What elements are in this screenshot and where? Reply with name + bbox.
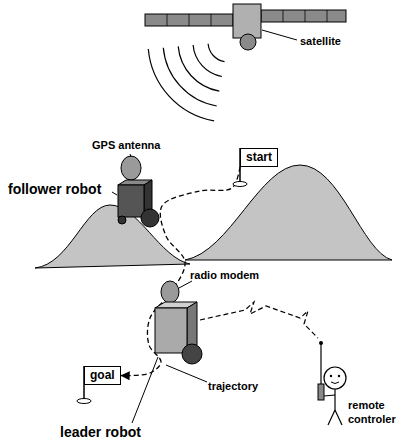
antenna-tip — [319, 341, 323, 345]
start-flag: start — [240, 148, 278, 167]
panel-grid — [211, 14, 212, 26]
gps-antenna — [161, 281, 179, 303]
goal-flag: goal — [84, 366, 121, 385]
panel-grid — [283, 10, 284, 22]
radio-waves — [148, 44, 224, 121]
person-body — [334, 389, 335, 410]
leader-line — [262, 30, 297, 40]
person-eye — [330, 375, 332, 377]
robot-label: follower robot — [8, 181, 101, 198]
panel-grid — [305, 10, 306, 22]
robot-body — [155, 308, 187, 353]
wave-arc — [148, 49, 214, 121]
antenna-label: GPS antenna — [92, 138, 160, 152]
leader-line — [132, 357, 158, 423]
leader-line — [130, 154, 131, 157]
hole — [233, 182, 247, 187]
remote-device — [318, 384, 324, 400]
wave-arc — [208, 44, 224, 62]
flag-text: goal — [90, 368, 115, 383]
mountain — [185, 165, 392, 260]
person-arm — [324, 395, 335, 396]
satellite-dish — [240, 34, 256, 50]
modem-label: radio modem — [190, 268, 259, 282]
robot-wheel — [141, 209, 159, 227]
person-mouth — [331, 382, 339, 384]
leader-line — [179, 281, 192, 288]
person-leg — [328, 410, 335, 425]
wave-arc — [163, 48, 216, 106]
person-label: remote controler — [348, 398, 406, 426]
leader-line — [112, 192, 117, 195]
satellite-body — [233, 4, 261, 38]
robot-wheel — [182, 344, 202, 364]
flag-text: start — [246, 150, 272, 165]
robot-body — [118, 185, 144, 217]
panel-grid — [167, 14, 168, 26]
solar-panel — [261, 10, 346, 22]
hole — [77, 399, 91, 404]
wave-arc — [193, 45, 222, 77]
leader-line — [166, 365, 207, 382]
leader-lines — [112, 30, 297, 423]
trajectory-label: trajectory — [208, 379, 258, 393]
gps-antenna — [121, 156, 141, 180]
person-head — [324, 367, 346, 389]
solar-panel — [145, 14, 233, 26]
leader-robot — [155, 281, 202, 364]
radio-link — [200, 302, 318, 338]
person-eye — [338, 375, 340, 377]
satellite-label: satellite — [300, 34, 341, 48]
follower-robot — [118, 156, 159, 227]
satellite — [145, 4, 346, 50]
wave-arc — [178, 46, 219, 91]
robot-label: leader robot — [60, 424, 141, 441]
remote-antenna — [320, 344, 321, 384]
panel-grid — [189, 14, 190, 26]
robot-wheel — [118, 216, 126, 224]
person-leg — [335, 410, 342, 425]
remote-controller-person — [318, 341, 346, 425]
panel-grid — [327, 10, 328, 22]
